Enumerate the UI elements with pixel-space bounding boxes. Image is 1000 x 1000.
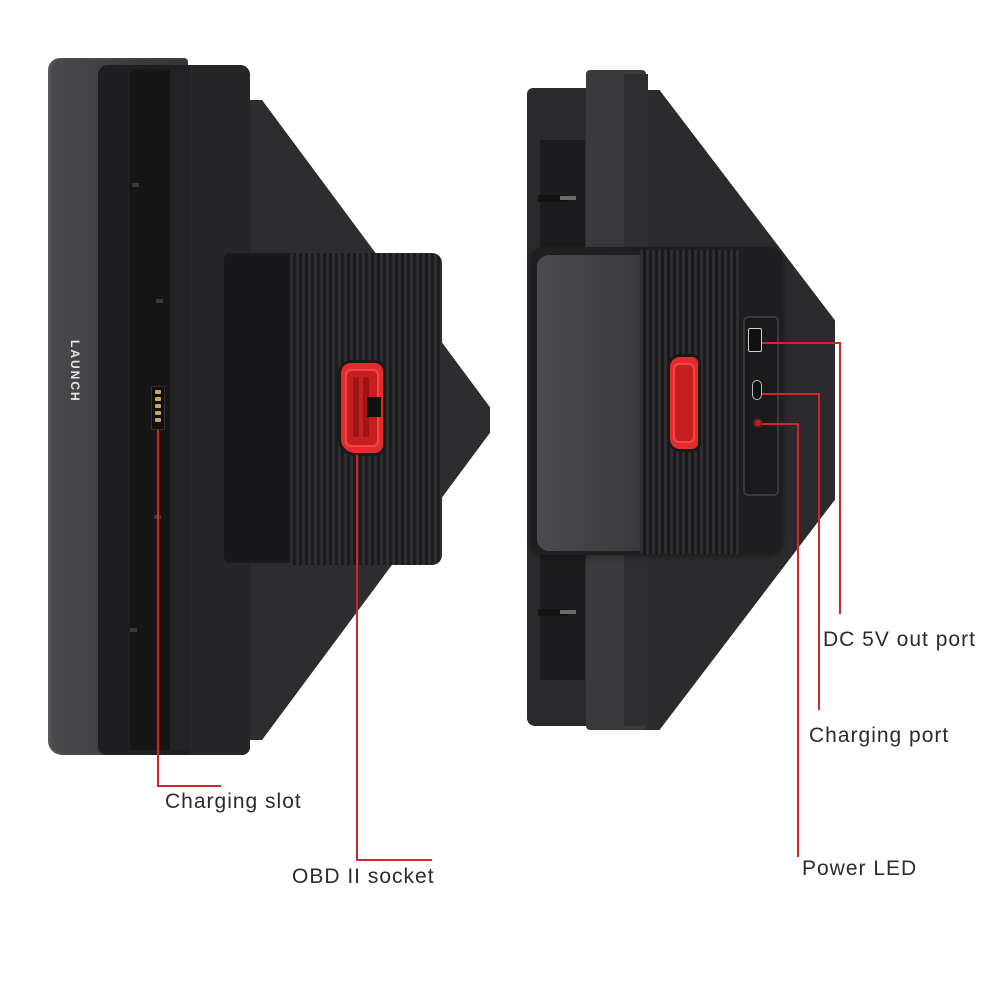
dock-tab-highlight	[560, 610, 576, 614]
leader-line-dc-out	[762, 342, 840, 344]
obd-latch	[367, 397, 381, 417]
label-obd-socket: OBD II socket	[292, 865, 435, 888]
label-dc-5v-out-port: DC 5V out port	[823, 628, 976, 651]
pogo-pin	[155, 404, 161, 408]
power-led-icon	[755, 420, 761, 426]
obd-socket-side-icon	[670, 357, 698, 449]
brand-logo: LAUNCH	[68, 340, 82, 403]
dock-tab	[538, 609, 568, 616]
leader-line-charging-slot	[157, 785, 221, 787]
right-module-cover	[537, 255, 642, 551]
label-power-led: Power LED	[802, 857, 918, 880]
pogo-pin	[155, 411, 161, 415]
slot-notch	[156, 299, 163, 303]
leader-line-power-led	[762, 423, 798, 425]
pogo-pin	[155, 390, 161, 394]
leader-line-dc-out	[839, 342, 841, 614]
slot-notch	[132, 183, 139, 187]
leader-line-charging-port	[762, 393, 819, 395]
obd-socket-recess	[673, 363, 695, 443]
leader-line-obd-socket	[356, 455, 358, 860]
leader-line-charging-port	[818, 393, 820, 710]
leader-line-charging-slot	[157, 430, 159, 786]
charging-slot-pins	[151, 386, 165, 430]
obd-pin-row	[353, 377, 359, 437]
obd-socket-icon	[341, 363, 383, 453]
left-device-slot-rail	[170, 70, 192, 750]
leader-line-power-led	[797, 423, 799, 857]
pogo-pin	[155, 397, 161, 401]
label-charging-port: Charging port	[809, 724, 950, 747]
left-module-clip	[224, 253, 296, 563]
usb-a-port-icon	[748, 328, 762, 352]
dock-tab-highlight	[560, 196, 576, 200]
leader-line-obd-socket	[356, 859, 432, 861]
usb-c-port-icon	[752, 380, 762, 400]
label-charging-slot: Charging slot	[165, 790, 302, 813]
pogo-pin	[155, 418, 161, 422]
dock-tab	[538, 195, 568, 202]
obd-pin-row	[363, 377, 369, 437]
slot-notch	[130, 628, 137, 632]
